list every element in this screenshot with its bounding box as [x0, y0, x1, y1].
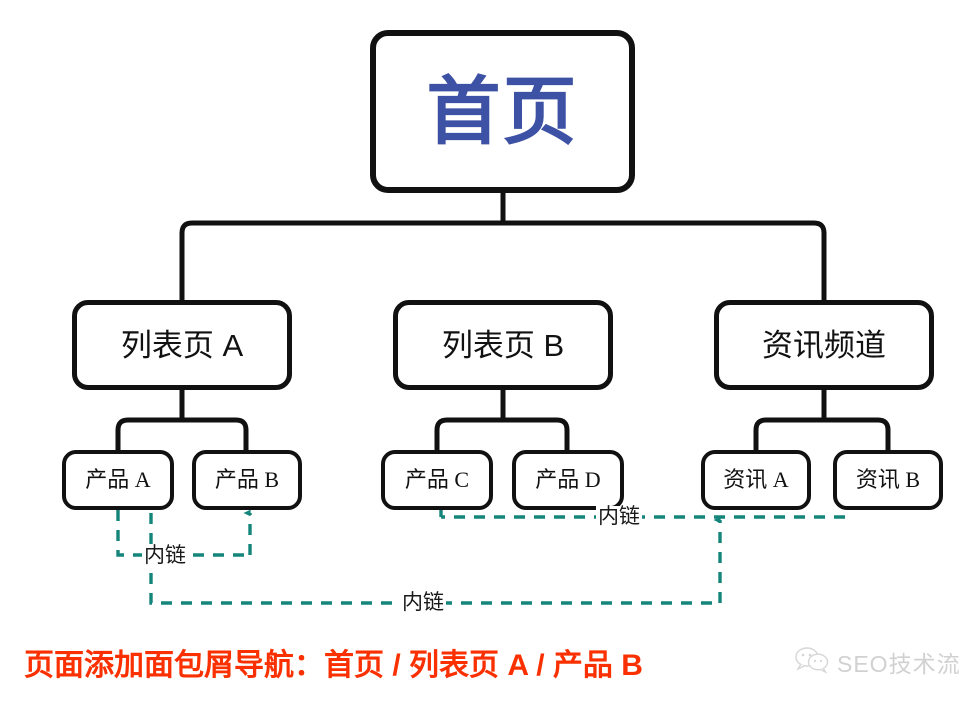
connector-list-b-bracket: [434, 417, 570, 450]
link-label-productA-newsA: 内链: [400, 591, 446, 614]
breadcrumb-caption: 页面添加面包屑导航：首页 / 列表页 A / 产品 B: [24, 649, 643, 682]
node-list-page-b-label: 列表页 B: [441, 327, 565, 363]
link-label-news-productC: 内链: [596, 505, 642, 528]
node-news-a[interactable]: 资讯 A: [701, 450, 811, 510]
node-news-b-label: 资讯 B: [855, 467, 921, 492]
node-product-c-label: 产品 C: [404, 467, 470, 492]
node-news-b[interactable]: 资讯 B: [833, 450, 943, 510]
connector-level2-bus: [179, 220, 827, 300]
node-news-channel-label: 资讯频道: [762, 327, 886, 363]
node-list-page-a[interactable]: 列表页 A: [72, 300, 292, 390]
node-product-a-label: 产品 A: [85, 467, 151, 492]
node-product-b[interactable]: 产品 B: [192, 450, 302, 510]
node-product-a[interactable]: 产品 A: [62, 450, 174, 510]
node-list-page-b[interactable]: 列表页 B: [393, 300, 613, 390]
node-news-channel[interactable]: 资讯频道: [714, 300, 934, 390]
node-news-a-label: 资讯 A: [723, 467, 789, 492]
connector-news-bracket: [753, 417, 891, 450]
watermark: SEO技术流: [795, 645, 961, 679]
watermark-text: SEO技术流: [837, 651, 961, 677]
link-label-productA-productB: 内链: [142, 544, 188, 567]
node-list-page-a-label: 列表页 A: [120, 327, 244, 363]
node-homepage[interactable]: 首页: [370, 30, 635, 193]
wechat-icon: [795, 646, 829, 679]
node-product-d-label: 产品 D: [535, 467, 601, 492]
connector-list-a-bracket: [115, 417, 249, 450]
node-product-d[interactable]: 产品 D: [512, 450, 624, 510]
node-homepage-label: 首页: [426, 69, 579, 153]
node-product-b-label: 产品 B: [214, 467, 280, 492]
node-product-c[interactable]: 产品 C: [381, 450, 493, 510]
